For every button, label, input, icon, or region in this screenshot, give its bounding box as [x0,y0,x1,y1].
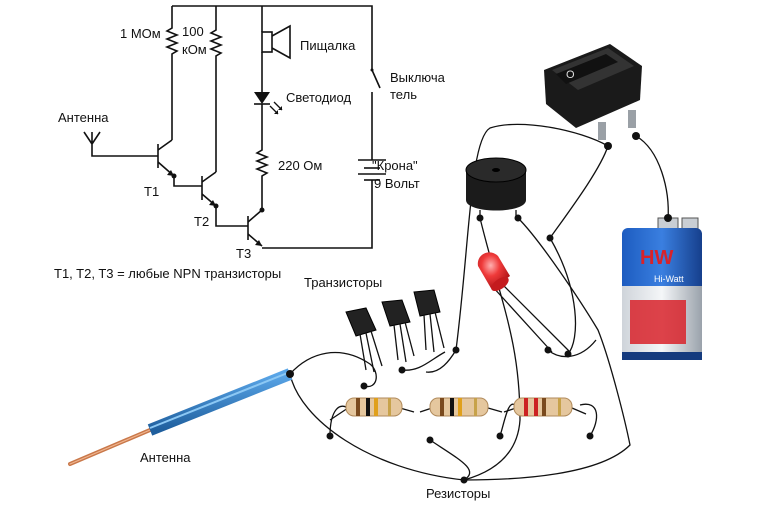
transistor-t3-symbol [247,209,263,247]
resistors-label: Резисторы [426,486,490,501]
transistor-t1-symbol [157,139,177,179]
resistor-r1-symbol [164,6,180,140]
resistor-photo-1 [329,397,415,421]
t3-label: T3 [236,246,251,261]
led-label: Светодиод [286,90,351,105]
transistor-photo-2 [381,299,415,363]
led-photo [477,252,571,353]
led-symbol [254,92,283,115]
transistor-photo-3 [413,289,445,353]
switch-label-line1: Выключа [390,70,446,85]
buzzer-symbol [261,24,291,60]
r2-label-line1: 100 [182,24,204,39]
switch-symbol [370,68,381,89]
battery-label-line2: 9 Вольт [374,176,420,191]
battery-photo: HW Hi-Watt [622,214,702,360]
transistor-note: T1, T2, T3 = любые NPN транзисторы [54,266,281,281]
buzzer-label: Пищалка [300,38,356,53]
antenna-symbol [83,131,158,157]
resistor-photo-3 [503,397,587,417]
resistor-r2-symbol [208,6,224,172]
antenna-schematic-label: Антенна [58,110,109,125]
r2-label-line2: кОм [182,42,207,57]
battery-symbol [358,159,386,181]
t2-label: T2 [194,214,209,229]
t1-label: T1 [144,184,159,199]
rocker-switch-photo: O [544,44,642,150]
battery-model: Hi-Watt [654,274,684,284]
switch-mark: O [566,69,575,81]
schematic: 1 МОм 100 кОм Пищалка Выключа тель Свето… [54,5,446,281]
r3-label: 220 Ом [278,158,322,173]
transistors-label: Транзисторы [304,275,382,290]
resistor-photo-2 [419,397,503,417]
transistor-t2-symbol [201,171,219,209]
r1-label: 1 МОм [120,26,161,41]
buzzer-photo [465,157,527,220]
transistor-photo-1 [345,307,383,373]
antenna-wire [68,368,294,466]
switch-label-line2: тель [390,87,417,102]
battery-brand: HW [640,247,673,269]
antenna-assembly-label: Антенна [140,450,191,465]
battery-label-line1: "Крона" [372,158,418,173]
junction-dots [326,214,594,484]
